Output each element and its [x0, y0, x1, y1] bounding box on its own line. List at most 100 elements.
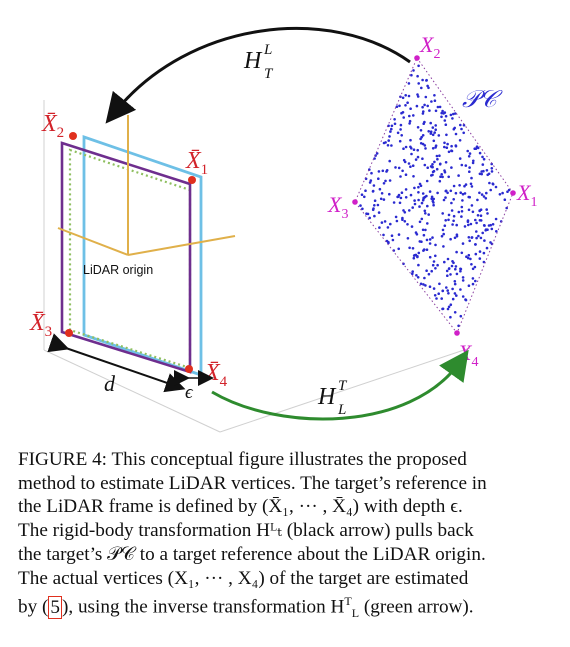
point-cloud-dot [481, 231, 485, 235]
point-cloud-dot [412, 114, 415, 117]
point-cloud-dot [430, 269, 434, 273]
point-cloud-dot [483, 224, 486, 227]
point-cloud-dot [432, 197, 436, 201]
point-cloud-dot [460, 210, 464, 213]
point-cloud-dot [466, 219, 470, 222]
caption-line-4: The rigid-body transformation Hᴸₜ (black… [18, 520, 474, 542]
point-cloud-dot [459, 191, 463, 194]
point-cloud-dot [444, 219, 448, 222]
caption-line-5: the target’s 𝒫𝒞 to a target reference ab… [18, 543, 486, 565]
point-cloud-dot [467, 236, 471, 239]
point-cloud-dot [463, 192, 467, 195]
point-cloud-dot [392, 201, 396, 204]
point-cloud-dot [452, 112, 455, 116]
point-cloud-dot [430, 165, 434, 169]
point-cloud-dot [438, 179, 442, 183]
point-cloud-dot [402, 209, 405, 212]
point-cloud-dot [377, 170, 381, 173]
point-cloud-dot [434, 254, 437, 258]
point-cloud-dot [449, 113, 453, 117]
point-cloud-dot [416, 93, 419, 96]
point-cloud-dot [457, 324, 460, 328]
point-cloud-dot [381, 169, 385, 173]
equation-ref-link[interactable]: 5 [48, 595, 62, 619]
point-cloud-dot [421, 198, 425, 202]
caption-line-2: method to estimate LiDAR vertices. The t… [18, 472, 487, 494]
point-cloud-dot [380, 192, 384, 195]
point-cloud-dot [470, 176, 473, 180]
point-cloud-dot [419, 129, 423, 132]
point-cloud-dot [455, 223, 459, 227]
point-cloud-dot [478, 250, 482, 253]
point-cloud-dot [469, 182, 473, 186]
point-cloud-dot [468, 239, 472, 243]
point-cloud-dot [454, 191, 458, 195]
point-cloud-dot [461, 199, 464, 202]
point-cloud-dot [478, 191, 481, 195]
point-cloud-dot [446, 307, 450, 311]
point-cloud-dot [377, 177, 380, 180]
point-cloud-dot [388, 135, 391, 138]
point-cloud-dot [489, 223, 493, 227]
point-cloud-dot [482, 260, 486, 264]
point-cloud-dot [454, 132, 458, 136]
point-cloud-dot [393, 118, 396, 121]
point-cloud-dot [430, 100, 433, 103]
point-cloud-dot [494, 185, 498, 189]
point-cloud-dot [450, 144, 453, 148]
point-cloud-dot [457, 174, 460, 177]
green-arrow [211, 349, 469, 421]
point-cloud-dot [410, 152, 413, 156]
point-cloud-dot [413, 202, 417, 206]
point-cloud-dot [432, 139, 436, 143]
point-cloud-dot [450, 201, 453, 205]
point-cloud-dot [414, 158, 418, 161]
point-cloud-dot [432, 260, 436, 263]
point-cloud-dot [360, 193, 364, 196]
point-cloud-dot [417, 64, 420, 68]
point-cloud-dot [413, 186, 416, 190]
black-arrow-label: H L T [243, 42, 274, 82]
point-cloud-dot [406, 101, 409, 104]
point-cloud-dot [401, 169, 404, 173]
point-cloud-dot [423, 120, 426, 124]
point-cloud-dot [397, 166, 401, 170]
point-cloud-dot [428, 109, 431, 112]
point-cloud-dot [421, 78, 424, 82]
point-cloud-dot [485, 246, 489, 250]
point-cloud-dot [406, 237, 410, 240]
point-cloud-dot [390, 234, 394, 237]
point-cloud-dot [410, 73, 413, 77]
point-cloud-dot [464, 164, 468, 167]
point-cloud-dot [390, 127, 393, 131]
point-cloud-dot [434, 128, 438, 131]
point-cloud-dot [471, 161, 475, 165]
point-cloud-dot [455, 234, 459, 238]
point-cloud-dot [451, 297, 455, 301]
point-cloud-dot [386, 144, 390, 147]
point-cloud-dot [363, 195, 366, 199]
point-cloud-dot [443, 145, 446, 149]
point-cloud-dot [446, 142, 449, 146]
point-cloud-dot [494, 217, 498, 221]
point-cloud-dot [409, 145, 412, 149]
point-cloud-dot [388, 179, 392, 182]
point-cloud-dot [460, 251, 464, 255]
pc-label: 𝒫𝒞 [462, 87, 503, 113]
point-cloud-dot [484, 197, 488, 200]
point-cloud-dot [491, 183, 495, 186]
point-cloud-dot [417, 263, 420, 267]
point-cloud-dot [444, 123, 448, 126]
point-cloud-dot [372, 207, 375, 210]
point-cloud-dot [399, 196, 403, 200]
point-cloud-dot [438, 163, 442, 166]
point-cloud-dot [377, 211, 381, 214]
point-cloud-dot [407, 162, 411, 165]
point-cloud-dot [416, 74, 419, 78]
point-cloud-dot [449, 303, 453, 307]
point-cloud-dot [450, 264, 454, 268]
point-cloud-dot [394, 215, 398, 219]
point-cloud-dot [425, 238, 429, 242]
point-cloud-dot [436, 191, 439, 195]
point-cloud-dot [453, 236, 457, 240]
